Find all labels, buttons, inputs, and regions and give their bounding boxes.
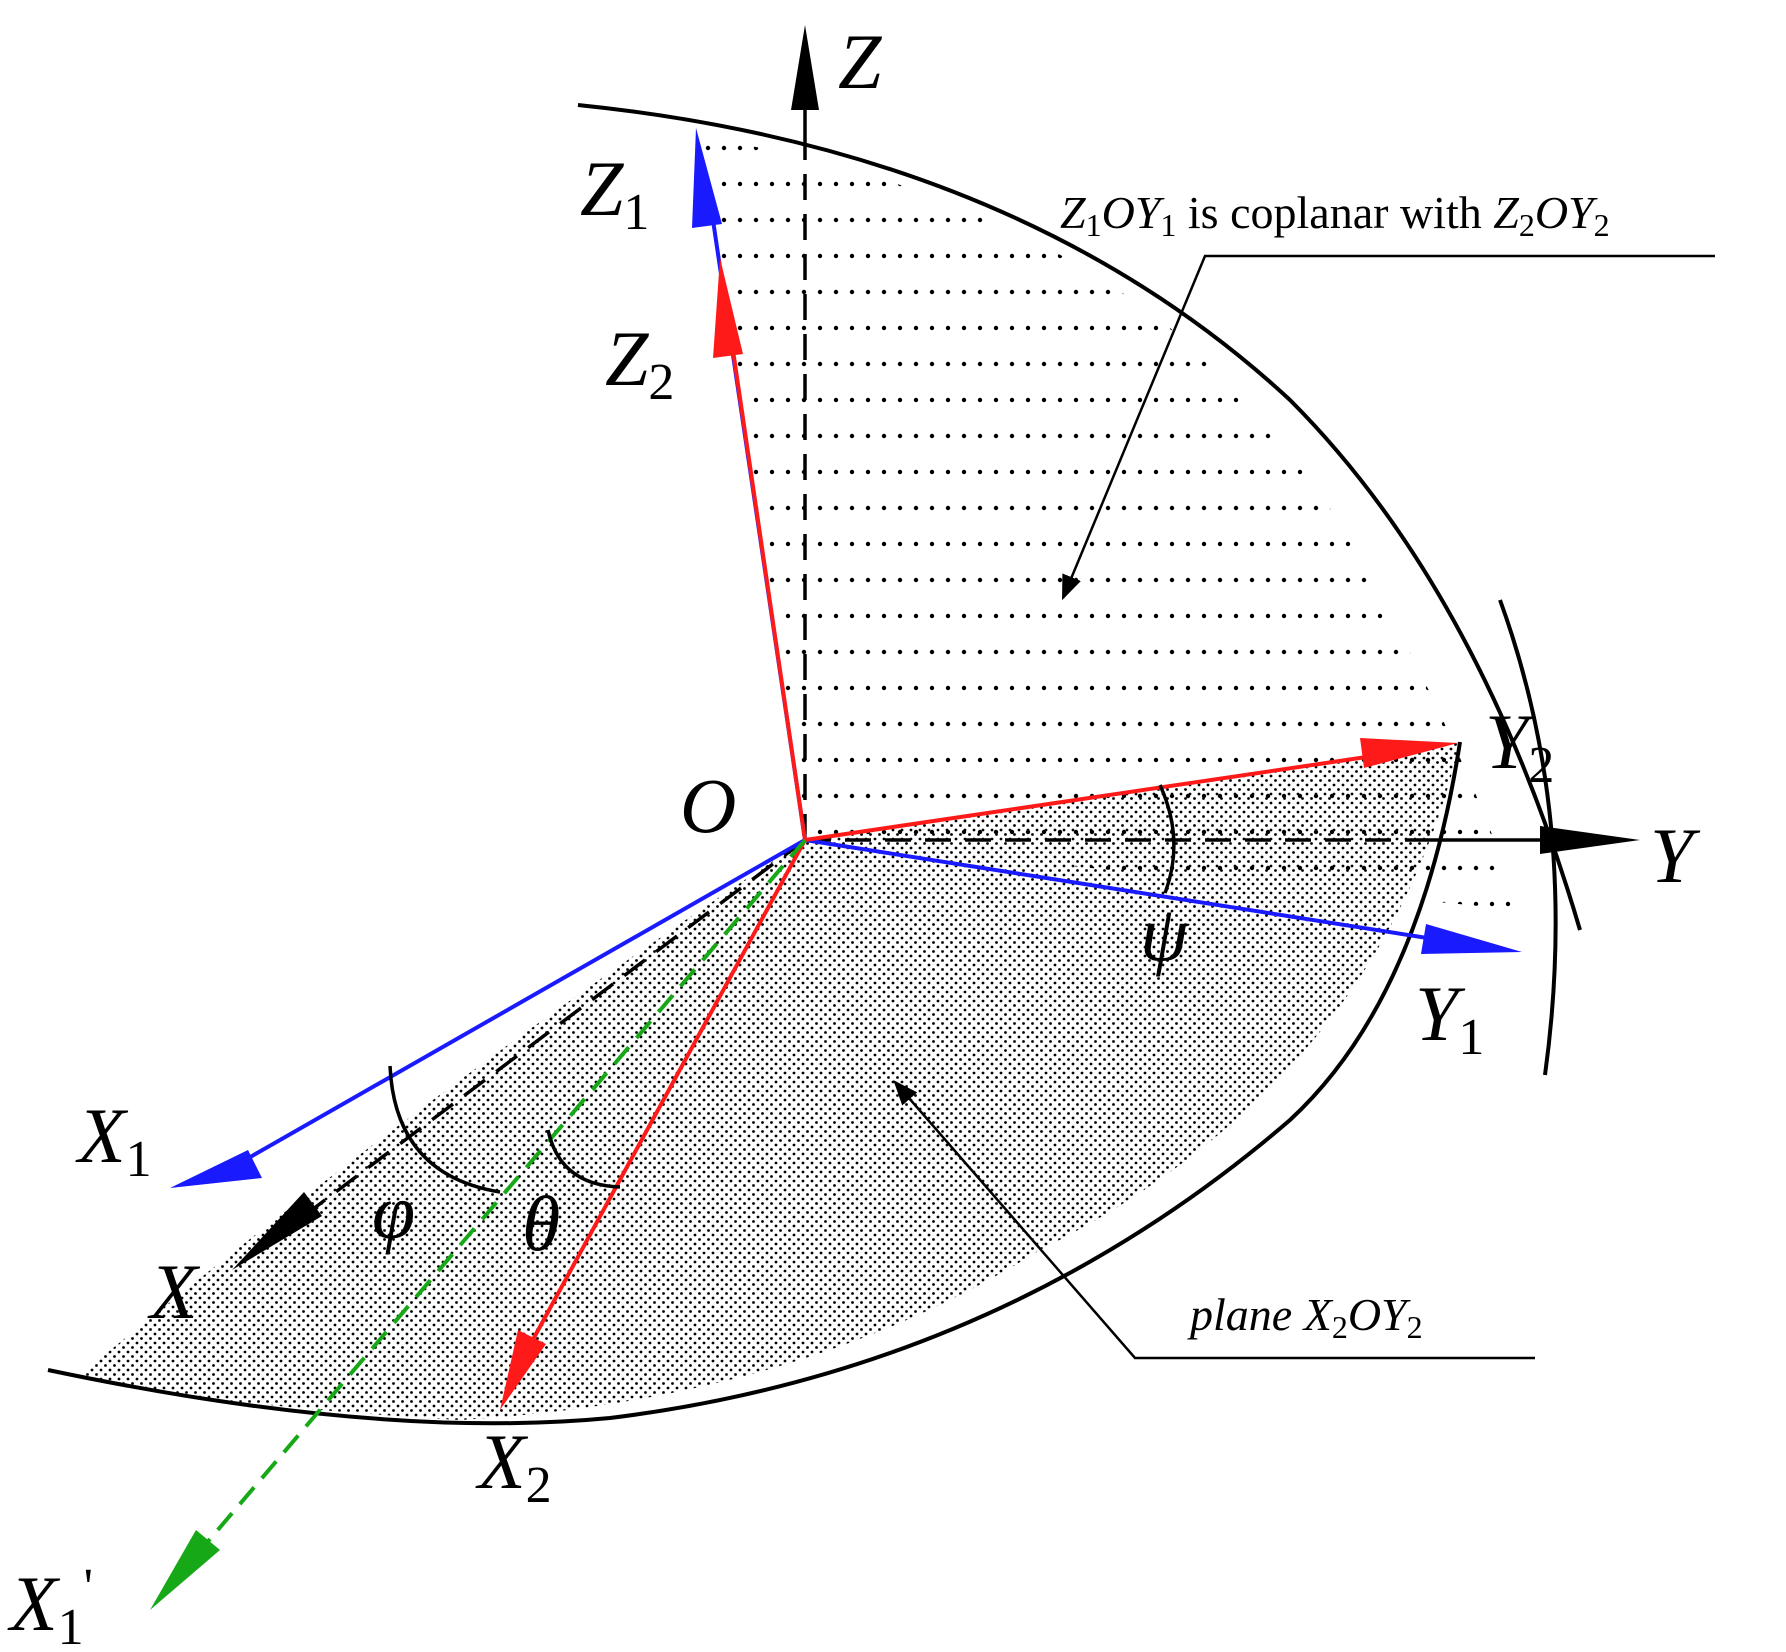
x1prime-axis (203, 838, 807, 1547)
x2-arrowhead (500, 1330, 546, 1410)
y2-label: Y2 (1485, 698, 1554, 794)
y-axis-arrowhead (1540, 826, 1640, 854)
y1-axis (804, 838, 1441, 942)
x1-arrowhead (170, 1150, 262, 1188)
x2-label: X2 (475, 1418, 552, 1514)
y1-label: Y1 (1415, 970, 1484, 1066)
z2-label: Z2 (605, 315, 674, 411)
x2-axis (528, 839, 807, 1346)
y-axis-label: Y (1650, 812, 1701, 899)
phi-angle-arc (388, 1065, 501, 1194)
z2-arrowhead (713, 258, 743, 358)
x1prime-label: X1' (7, 1559, 93, 1652)
z-axis-label: Z (838, 18, 883, 105)
plane-leader (893, 1080, 1535, 1360)
plane-annotation: plane X2OY2 (1187, 1289, 1423, 1345)
y2-axis (804, 753, 1381, 842)
sphere-arc-upper (577, 103, 1582, 931)
x-axis-arrowhead (232, 1192, 322, 1270)
sphere-arc-lower (47, 741, 1462, 1426)
plane-z1oy1-region (700, 137, 1520, 910)
z1-label: Z1 (580, 145, 649, 241)
coplanar-leader (1061, 254, 1715, 601)
origin-label: O (680, 762, 736, 849)
x1-axis (244, 838, 806, 1162)
coplanar-annotation: Z1OY1 is coplanar with Z2OY2 (1060, 187, 1610, 243)
theta-label: θ (522, 1180, 560, 1267)
y2-arrowhead (1360, 738, 1458, 768)
x-axis-label: X (147, 1248, 201, 1335)
phi-label: φ (372, 1168, 415, 1255)
psi-label: ψ (1140, 890, 1190, 977)
y1-arrowhead (1421, 924, 1522, 954)
z1-arrowhead (692, 128, 722, 228)
x-axis-dashed (263, 838, 807, 1247)
z2-axis (728, 329, 807, 841)
z-axis-arrowhead (791, 25, 819, 110)
theta-angle-arc (546, 1129, 621, 1189)
x1-label: X1 (75, 1092, 152, 1188)
x1prime-arrowhead (150, 1530, 220, 1610)
plane-x2oy2-region (80, 742, 1460, 1420)
psi-angle-arc (1158, 784, 1176, 894)
